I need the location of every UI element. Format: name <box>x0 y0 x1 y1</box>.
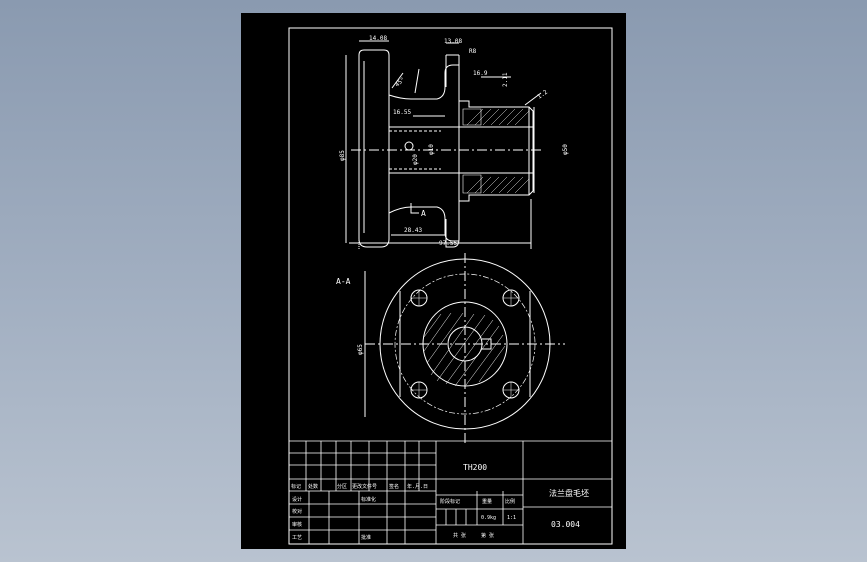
dim-bore-offset: 16.55 <box>393 109 411 116</box>
dim-chamfer-angle: 45° <box>394 76 407 88</box>
dim-bore-dia: φ20 <box>412 154 419 165</box>
dim-hub-step: 13.08 <box>444 38 462 45</box>
hdr-count: 处数 <box>308 483 318 490</box>
section-title: A-A <box>336 277 351 286</box>
scale-value: 1:1 <box>507 515 516 521</box>
role-craft: 工艺 <box>292 535 302 541</box>
weight-label: 重量 <box>482 498 492 505</box>
hdr-sign: 签名 <box>389 483 399 490</box>
dim-small-dia: φ10 <box>428 144 435 155</box>
drawing-sheet: 14.08 13.08 R8 16.9 2.11 45° 1.2 16.55 φ… <box>241 13 626 549</box>
scale-label: 比例 <box>505 498 515 505</box>
std-label: 标准化 <box>361 496 376 503</box>
hdr-date: 年.月.日 <box>407 483 428 490</box>
section-view <box>364 253 565 445</box>
role-designer: 设计 <box>292 496 302 503</box>
hdr-zone: 分区 <box>337 483 347 490</box>
title-block <box>289 440 612 544</box>
dim-hub-len: 16.9 <box>473 70 488 77</box>
dim-flange-thickness: 14.08 <box>369 35 387 42</box>
role-checker: 校对 <box>292 508 302 515</box>
dim-overall-len: 97.55 <box>439 240 457 247</box>
dim-radius: R8 <box>469 48 477 55</box>
part-name: 法兰盘毛坯 <box>549 488 589 498</box>
dim-chamfer-right: 1.2 <box>536 88 549 100</box>
dim-pitch-len: 28.43 <box>404 227 422 234</box>
dim-section-pitch: φ65 <box>357 344 364 355</box>
drawing-no: 03.004 <box>551 520 580 529</box>
section-marker: A <box>421 209 426 218</box>
approve-label: 批准 <box>361 534 371 541</box>
hdr-change-doc: 更改文件号 <box>352 483 377 490</box>
sheet-total: 共 张 <box>453 532 466 539</box>
dim-hub-dia: φ50 <box>562 144 569 155</box>
drawing-frame <box>288 27 613 545</box>
sheet-no: 第 张 <box>481 532 494 539</box>
dim-key-depth: 2.11 <box>502 72 509 87</box>
project-code: TH200 <box>463 463 487 472</box>
dim-overall-dia: φ85 <box>339 150 346 161</box>
hdr-mark: 标记 <box>291 483 301 490</box>
stage-label: 阶段标记 <box>440 498 460 505</box>
role-reviewer: 审核 <box>292 521 302 528</box>
front-view <box>345 40 542 249</box>
cad-drawing: 14.08 13.08 R8 16.9 2.11 45° 1.2 16.55 φ… <box>288 27 613 545</box>
weight-value: 0.9kg <box>481 515 496 521</box>
